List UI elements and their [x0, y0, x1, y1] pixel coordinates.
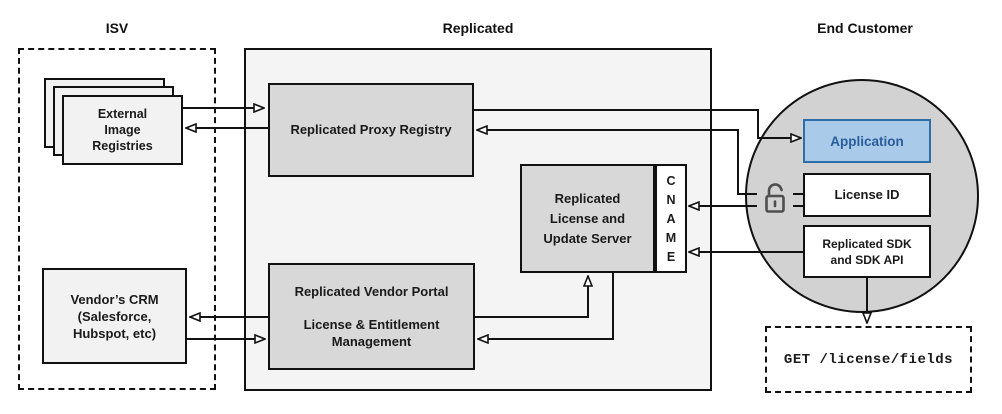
label-line: Hubspot, etc) [72, 325, 157, 341]
replicated-sdk-node: Replicated SDK and SDK API [803, 225, 931, 278]
connector-portal-to-license-server [475, 276, 588, 318]
cname-node: C N A M E [655, 164, 687, 273]
label-line: Vendor’s CRM [70, 291, 159, 307]
cname-letter: A [666, 212, 676, 226]
zone-label-replicated: Replicated [442, 20, 514, 36]
label-line: Replicated [554, 190, 621, 206]
label-line: License ID [834, 187, 900, 202]
zone-label-end-customer: End Customer [817, 20, 913, 36]
label-line: Application [830, 133, 904, 149]
isv-zone-boundary [18, 48, 216, 390]
label-line: and SDK API [830, 252, 904, 267]
license-id-node: License ID [803, 173, 931, 217]
cname-letter: E [666, 250, 676, 264]
application-node: Application [803, 119, 931, 163]
replicated-vendor-portal-node: Replicated Vendor Portal License & Entit… [268, 263, 475, 370]
unlocked-padlock-glyph [765, 183, 785, 213]
cname-letter: N [666, 193, 676, 207]
unlocked-padlock-icon [757, 178, 793, 216]
label-line: License and [549, 210, 626, 226]
label-line: Management [331, 334, 412, 349]
get-endpoint-label: GET /license/fields [783, 351, 954, 368]
external-image-registries-node: External Image Registries [62, 95, 183, 165]
portal-title: Replicated Vendor Portal [294, 284, 449, 299]
cname-letter: M [665, 231, 677, 245]
cname-letter: C [666, 174, 676, 188]
label-line: Update Server [543, 230, 632, 246]
label-line: (Salesforce, [77, 308, 152, 324]
vendor-crm-node: Vendor’s CRM (Salesforce, Hubspot, etc) [42, 268, 187, 364]
replicated-proxy-registry-node: Replicated Proxy Registry [268, 83, 474, 177]
label-line: External [97, 107, 148, 121]
label-line: Image [104, 123, 141, 137]
label-line: Replicated SDK [822, 236, 912, 251]
connector-proxy-to-application [474, 109, 801, 138]
replicated-license-update-server-node: Replicated License and Update Server [520, 164, 655, 273]
get-license-fields-node: GET /license/fields [765, 326, 972, 393]
label-line: Registries [92, 139, 153, 153]
zone-label-isv: ISV [105, 20, 129, 36]
label-line: Replicated Proxy Registry [290, 122, 452, 137]
connector-license-server-to-portal [478, 273, 614, 339]
label-line: License & Entitlement [303, 317, 440, 332]
